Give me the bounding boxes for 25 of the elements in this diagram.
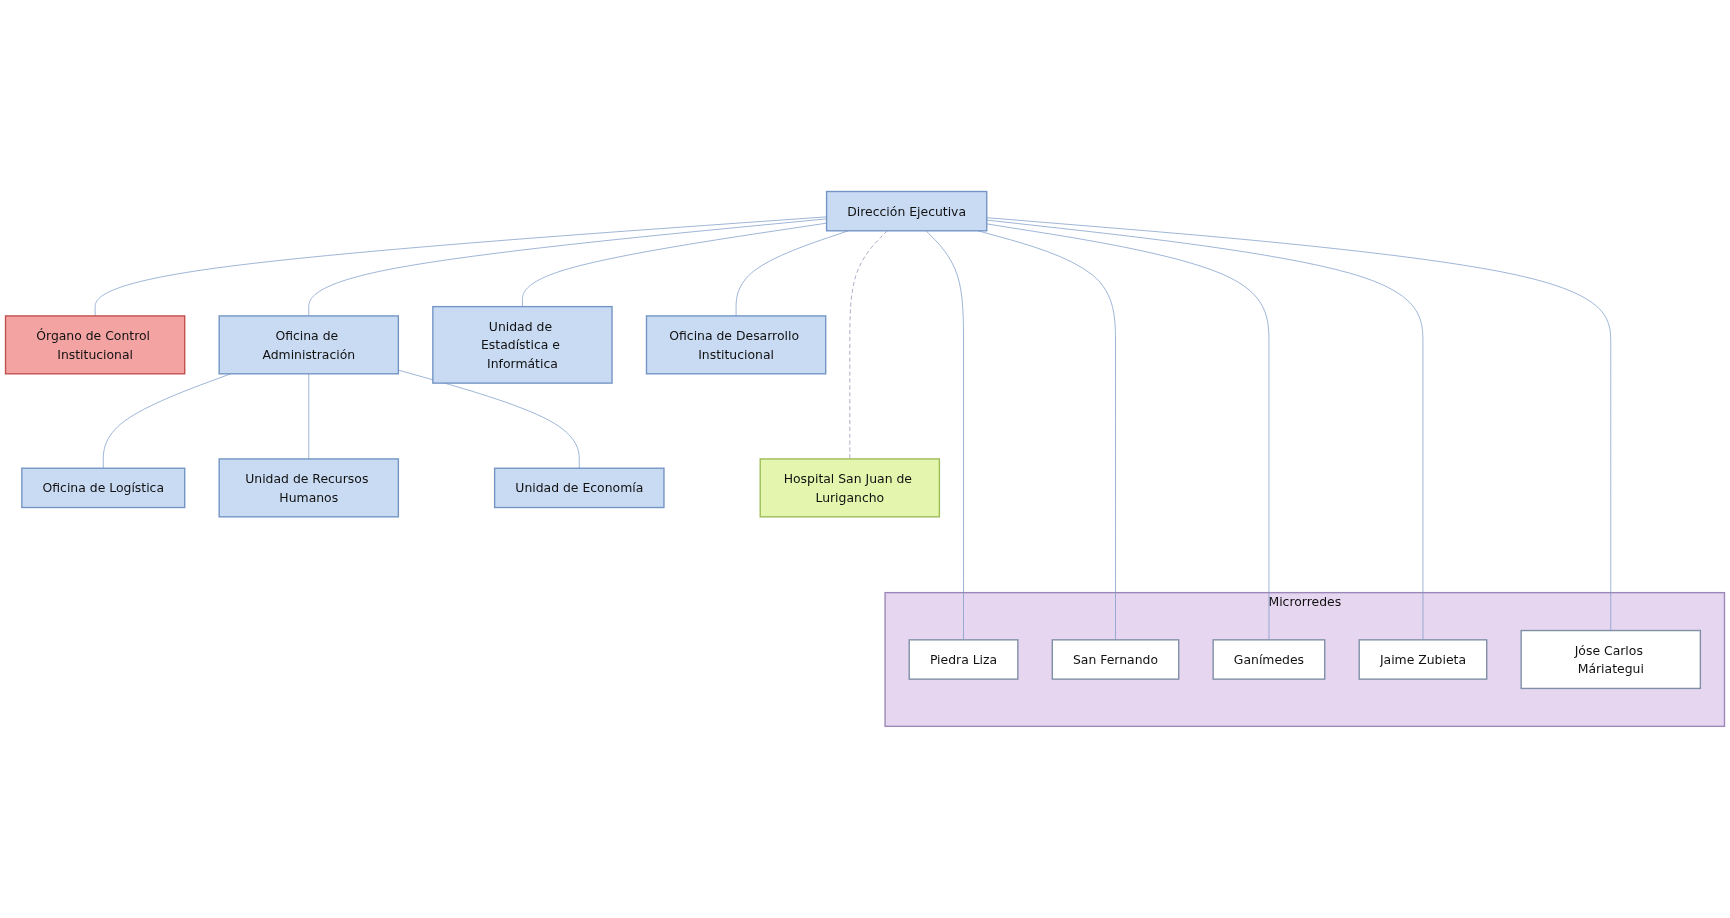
node-box: Oficina de Administración	[218, 315, 400, 375]
connector	[94, 216, 827, 317]
connector	[102, 373, 231, 469]
connector	[308, 373, 310, 460]
node-box: Unidad de Economía	[493, 467, 665, 509]
node-box: Piedra Liza	[908, 639, 1019, 680]
connector	[308, 218, 827, 317]
node-box: Oficina de Logística	[21, 467, 186, 509]
connector	[522, 222, 827, 308]
connector	[986, 217, 1612, 631]
connector	[735, 230, 849, 317]
node-box: Unidad de Recursos Humanos	[218, 458, 400, 518]
node-box: Unidad de Estadística e Informática	[432, 306, 613, 384]
connector	[925, 230, 964, 641]
node-box: Órgano de Control Institucional	[4, 315, 186, 375]
connector	[986, 219, 1424, 641]
node-box: Jóse Carlos Máriategui	[1520, 629, 1702, 690]
connector	[986, 223, 1270, 641]
node-box: Jaime Zubieta	[1358, 639, 1488, 680]
node-box: Ganímedes	[1212, 639, 1326, 680]
node-box: Hospital San Juan de Lurigancho	[759, 458, 941, 518]
node-box: Dirección Ejecutiva	[825, 190, 988, 232]
connector	[398, 369, 580, 469]
node-box: Oficina de Desarrollo Institucional	[645, 315, 827, 375]
node-box: San Fernando	[1051, 639, 1180, 680]
